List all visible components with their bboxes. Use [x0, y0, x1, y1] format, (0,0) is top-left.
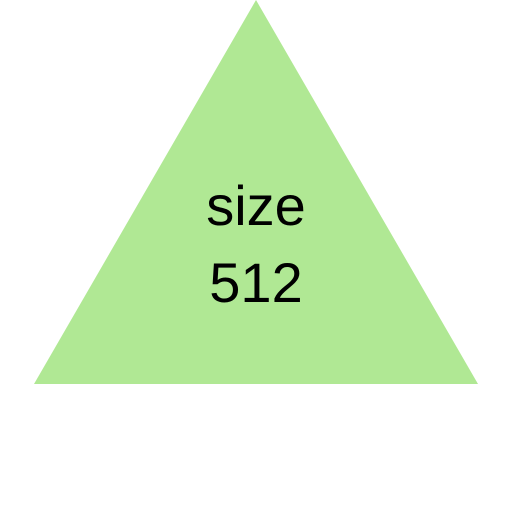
triangle-shape — [34, 0, 478, 384]
label-line-1: size — [206, 174, 306, 237]
label-line-2: 512 — [209, 251, 302, 314]
